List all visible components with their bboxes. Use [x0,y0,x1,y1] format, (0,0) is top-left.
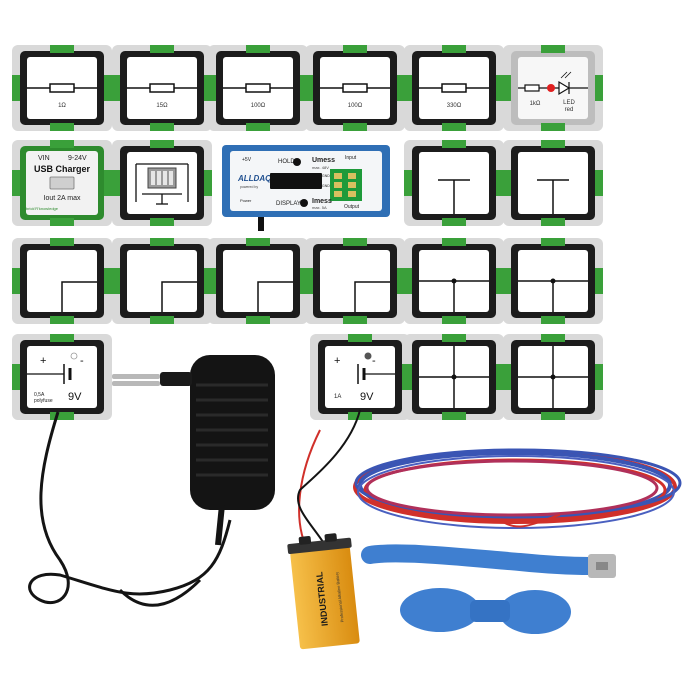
meter-gnd2: GND [322,184,330,188]
fan-hub-icon [470,600,510,622]
resistor-value: 100Ω [348,103,363,109]
corner-wire-icon [257,281,293,312]
resistor-symbol-icon [49,83,75,93]
brick-t-junction-1 [404,140,504,226]
adapter-cable [28,411,232,605]
resistor-symbol-icon [149,83,175,93]
meter-power: Power [240,198,252,203]
brick-resistor-2: 15Ω [112,45,212,131]
brick-usb-charger: VIN 9-24V USB Charger Iout 2A max brick'… [12,140,112,226]
meter-input-label: Input [345,155,357,161]
brick-corner-2 [112,238,212,324]
meter-module: +5V HOLD Umess max. 48V Input ALLDAQ pow… [222,145,390,231]
resistor-symbol-icon [441,83,467,93]
junction-dot-icon [550,278,556,284]
brick-resistor-5: 330Ω [404,45,504,131]
led-resistor-value: 1kΩ [530,101,541,107]
battery-note: polyfuse [34,398,53,404]
brick-cross-3 [404,334,504,420]
plug-pin-icon [112,374,160,379]
brick-led: 1kΩ LED red [503,45,603,131]
usb-neck [361,544,599,575]
battery-minus: - [372,355,376,367]
umess-label: Umess [312,157,335,164]
resistor-value: 330Ω [447,103,462,109]
resistor-symbol-icon [524,84,540,92]
meter-hold-label: HOLD [278,159,295,165]
display-button[interactable] [300,199,308,207]
charger-iout: Iout 2A max [44,195,81,202]
junction-dot-icon [451,278,457,284]
meter-output-label: Output [344,204,360,210]
brick-t-junction-2 [503,140,603,226]
meter-gnd1: GND [322,174,330,178]
brick-corner-4 [305,238,405,324]
imess-label: Imess [312,198,332,205]
usb-port-icon [49,176,75,190]
brick-resistor-3: 100Ω [208,45,308,131]
meter-plus5v: +5V [242,157,252,163]
umess-max: max. 48V [312,165,329,170]
battery-voltage: 9V [360,391,374,403]
power-adapter [28,355,275,607]
corner-wire-icon [161,281,197,312]
t-junction-icon [438,179,470,214]
meter-display-label: DISPLAY [276,201,301,207]
power-switch[interactable] [258,217,264,231]
battery-minus: - [80,355,84,367]
junction-dot-icon [550,374,556,380]
battery-9v-body [290,546,360,650]
corner-wire-icon [61,281,97,312]
fan-blade-right-icon [499,590,571,634]
brick-dip-switch [112,140,212,226]
resistor-symbol-icon [342,83,368,93]
vin-voltage: 9-24V [68,155,87,162]
led-symbol-icon [558,80,571,96]
battery-voltage: 9V [68,391,82,403]
brick-resistor-4: 100Ω [305,45,405,131]
resistor-value: 15Ω [156,103,168,109]
brick-resistor-1: 1Ω [12,45,112,131]
brick-cross-2 [503,238,603,324]
fan-propeller [400,588,571,634]
resistor-value: 100Ω [251,103,266,109]
battery-9v: INDUSTRIAL Professional Alkaline Battery [287,533,360,650]
junction-dot-icon [451,374,457,380]
brick-corner-3 [208,238,308,324]
meter-brand: ALLDAQ [237,174,272,183]
imess-max: max. 5A [312,205,327,210]
brick-battery-left: + - 0,5A polyfuse 9V [12,334,112,420]
battery-current: 0,5A [34,392,45,398]
led-label: LED [563,100,575,106]
battery-plus: + [40,355,46,367]
wire-coil [353,448,682,529]
charger-title: USB Charger [34,164,91,174]
brick-cross-4 [503,334,603,420]
t-junction-icon [537,179,569,214]
meter-display [270,173,322,189]
vin-label: VIN [38,155,50,162]
battery-current: 1A [334,394,341,400]
hold-button[interactable] [293,158,301,166]
brick-battery-right: + - 1A 9V [310,334,410,420]
brick-cross-1 [404,238,504,324]
black-wire [297,409,361,556]
battery-plus: + [334,355,340,367]
resistor-symbol-icon [245,83,271,93]
led-light-icon [547,84,555,92]
usb-stick [361,544,616,578]
corner-wire-icon [354,281,390,312]
charger-brand: brick'R'knowledge [26,206,59,211]
adapter-body [190,355,275,510]
meter-brand-sub: powered by [240,185,258,189]
battery-sub: Professional Alkaline Battery [334,572,344,623]
led-color: red [565,107,574,113]
fan-blade-left-icon [400,588,480,632]
resistor-value: 1Ω [58,103,66,109]
brick-corner-1 [12,238,112,324]
